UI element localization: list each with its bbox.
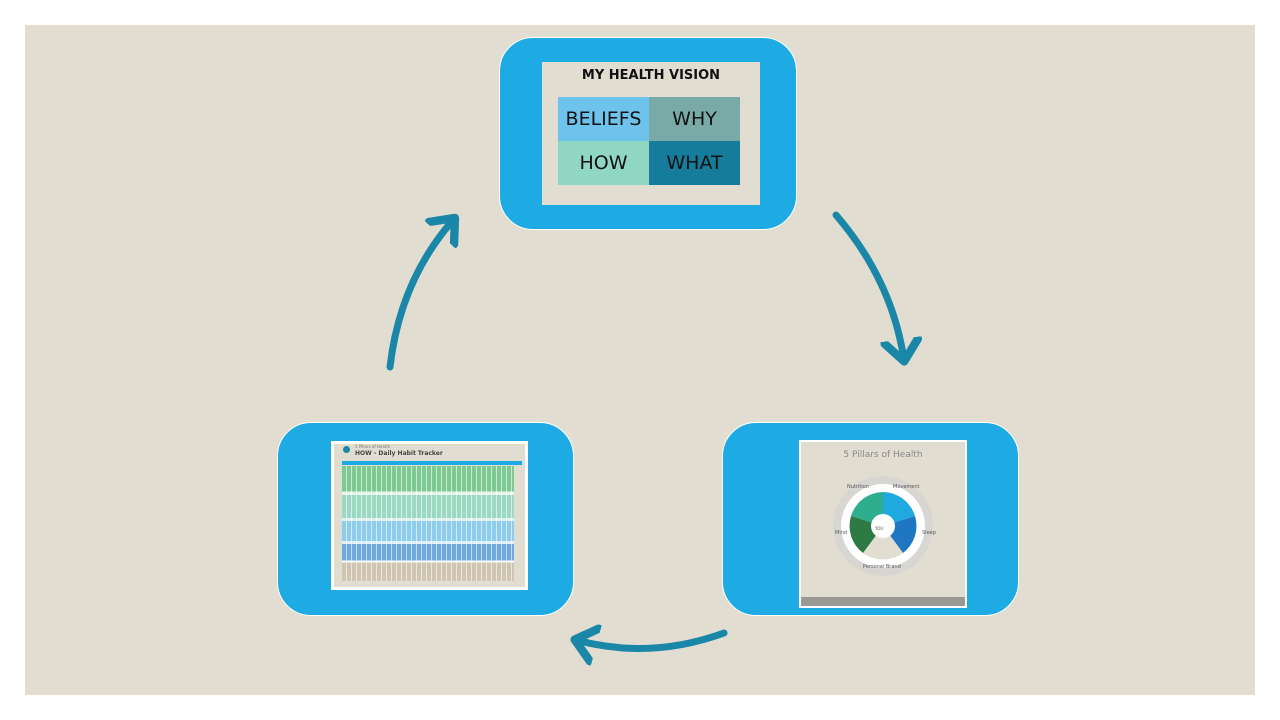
arrow-right-down — [832, 211, 904, 360]
habit-tracker-box: 5 Pillars of Health HOW - Daily Habit Tr… — [277, 422, 574, 616]
pillar-sleep: Sleep — [922, 530, 936, 536]
health-vision-title: MY HEALTH VISION — [581, 68, 721, 83]
pillars-wheel — [833, 476, 933, 576]
how-cell: HOW — [558, 141, 649, 185]
tracker-title: HOW - Daily Habit Tracker — [355, 450, 443, 457]
habit-tracker-thumbnail: 5 Pillars of Health HOW - Daily Habit Tr… — [331, 441, 528, 590]
why-cell: WHY — [649, 97, 740, 141]
pillar-nutrition: Nutrition — [847, 484, 869, 490]
tracker-subtitle: 5 Pillars of Health — [355, 444, 391, 449]
arrow-left-up — [386, 219, 454, 371]
what-cell: WHAT — [649, 141, 740, 185]
health-vision-card: MY HEALTH VISION BELIEFS WHY HOW WHAT — [542, 62, 760, 205]
arrow-bottom-left — [576, 633, 728, 649]
pillars-thumbnail: 5 Pillars of Health YOU Nutrition Moveme… — [799, 440, 967, 608]
pillars-title: 5 Pillars of Health — [843, 450, 923, 460]
beliefs-cell: BELIEFS — [558, 97, 649, 141]
pillars-box: 5 Pillars of Health YOU Nutrition Moveme… — [722, 422, 1019, 616]
health-vision-box: MY HEALTH VISION BELIEFS WHY HOW WHAT — [499, 37, 797, 230]
pillars-center: YOU — [875, 526, 884, 531]
pillar-personal-brand: Personal Brand — [863, 564, 901, 570]
pillar-movement: Movement — [893, 484, 920, 490]
pillar-mind: Mind — [835, 530, 848, 536]
